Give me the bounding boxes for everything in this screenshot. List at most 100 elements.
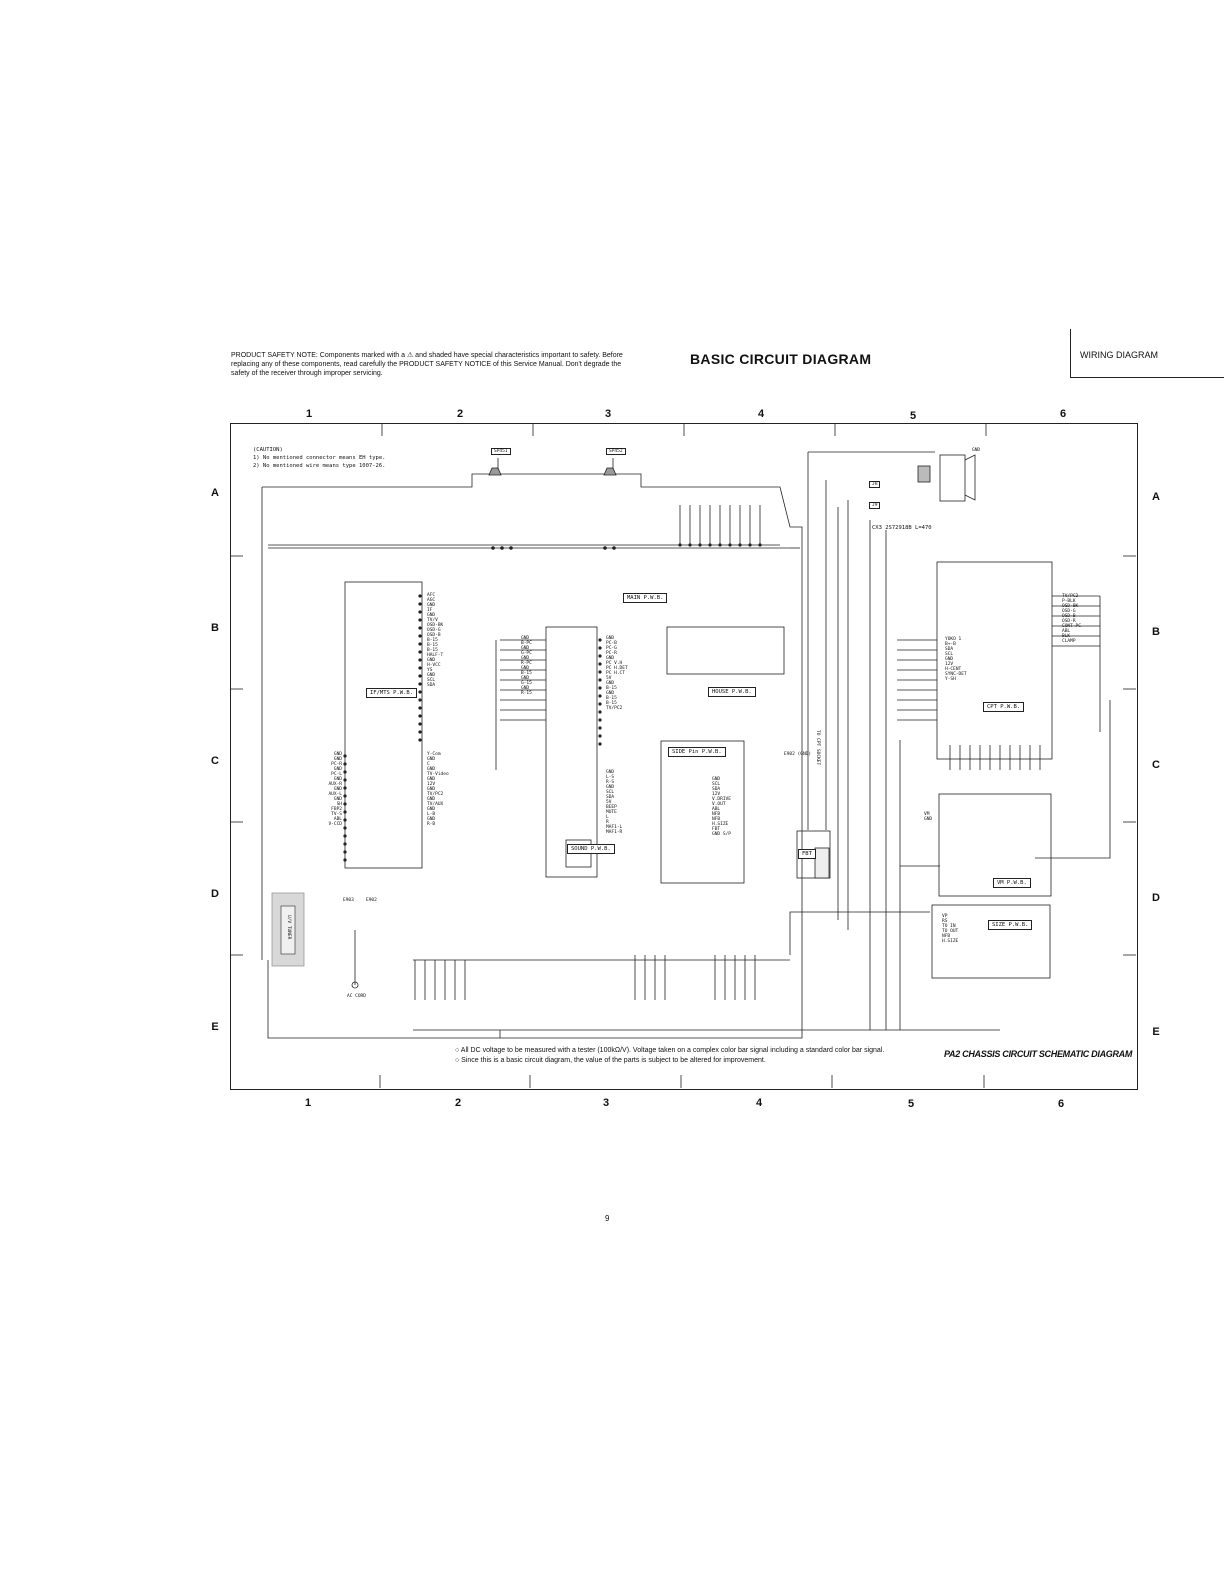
pin-label: GND [427, 603, 436, 608]
pin-label: PC H.CT [606, 671, 625, 676]
pin-label: IF [427, 608, 433, 613]
pin-label: TV/V [427, 618, 438, 623]
main-pwb-label: MAIN P.W.B. [623, 593, 668, 603]
pin-label: MUTE [606, 810, 617, 815]
pin-label: GND [427, 797, 436, 802]
pin-label: GND [606, 770, 615, 775]
pin-label: 12V [712, 792, 721, 797]
pin-label: R-PC [521, 661, 532, 666]
grid-row-c-right: C [1152, 759, 1160, 771]
grid-col-5-bottom: 5 [907, 1098, 915, 1110]
pin-label: B+-B [945, 642, 956, 647]
pin-label: BEEP [606, 805, 617, 810]
pin-label: GND [924, 817, 933, 822]
pin-label: SCL [427, 678, 436, 683]
caution-line-1: 1) No mentioned connector means EH type. [253, 455, 386, 461]
pin-label: H-CENT [945, 667, 962, 672]
pin-label: TV/PC2 [427, 792, 444, 797]
pin-label: PC-L [331, 772, 342, 777]
pin-label: VM [924, 812, 930, 817]
pin-label: GND [333, 777, 342, 782]
jh-label: JH [869, 481, 881, 488]
grid-col-4-top: 4 [757, 408, 765, 420]
pin-label: SDA [712, 787, 721, 792]
pin-label: GND [606, 785, 615, 790]
pin-label: 12V [945, 662, 954, 667]
pin-label: OSD-BK [1062, 604, 1079, 609]
pin-label: GND [333, 757, 342, 762]
pin-label: GND [712, 777, 721, 782]
pin-label: TV/PC2 [1062, 594, 1079, 599]
pin-label: OSD-G [1062, 609, 1076, 614]
pin-label: GND [427, 777, 436, 782]
pin-label: ABL [712, 807, 721, 812]
caution-heading: (CAUTION) [253, 447, 283, 453]
pin-label: G-PC [521, 651, 532, 656]
pin-label: P-BLK [1062, 599, 1076, 604]
pin-label: SYNC-DET [945, 672, 967, 677]
pin-label: 12V [427, 782, 436, 787]
grid-col-4-bottom: 4 [755, 1097, 763, 1109]
pin-label: TV-S [331, 812, 342, 817]
grid-col-6-top: 6 [1059, 408, 1067, 420]
pin-label: B-15 [606, 696, 617, 701]
e903-label: E903 [343, 898, 354, 903]
pin-label: GND [427, 613, 436, 618]
pin-label: GND [521, 686, 530, 691]
pin-label: GND [521, 666, 530, 671]
pin-label: GND [333, 797, 342, 802]
pin-label: ABL [333, 817, 342, 822]
section-box [1070, 329, 1224, 378]
pin-label: B-15 [427, 648, 438, 653]
pin-label: PC-R [331, 762, 342, 767]
pin-label: OSD-B [1062, 614, 1076, 619]
sound-pwb-label: SOUND P.W.B. [567, 844, 615, 854]
grid-row-d-right: D [1152, 892, 1160, 904]
footer-note-2: ○ Since this is a basic circuit diagram,… [455, 1057, 766, 1064]
house-pwb-label: HOUSE P.W.B. [708, 687, 756, 697]
pin-label: PC-B [606, 641, 617, 646]
ac-cord-label: AC CORD [347, 994, 366, 999]
pin-label: TO IN [942, 924, 956, 929]
pin-label: AUX-R [328, 782, 342, 787]
grid-col-5-top: 5 [909, 410, 917, 422]
fbt-label: FBT [798, 849, 816, 859]
pin-label: OSD-B [427, 633, 441, 638]
speaker-sp452-label: SP452 [606, 448, 626, 455]
pin-label: SDA [945, 647, 954, 652]
pin-label: 5V [606, 676, 612, 681]
pin-label: HALF-T [427, 653, 444, 658]
pin-label: PC-R [606, 651, 617, 656]
pin-label: MAF1-L [606, 825, 623, 830]
grid-row-a-right: A [1152, 491, 1160, 503]
pin-label: GND [427, 658, 436, 663]
pin-label: B-15 [427, 643, 438, 648]
tuner-label: U/V TUNER [286, 915, 291, 940]
pin-label: GND S/P [712, 832, 731, 837]
pin-label: SCL [606, 790, 615, 795]
pin-label: NFB [942, 934, 951, 939]
pin-label: TV/AUX [427, 802, 444, 807]
pin-label: OSD-R [1062, 619, 1076, 624]
pin-label: GND [333, 752, 342, 757]
grid-row-a-left: A [211, 487, 219, 499]
pin-label: H-VCC [427, 663, 441, 668]
pin-label: TV-Video [427, 772, 449, 777]
pin-label: PC-G [606, 646, 617, 651]
pin-label: V.DRIVE [712, 797, 731, 802]
pin-label: GND [333, 787, 342, 792]
pin-label: ABL [1062, 629, 1071, 634]
pin-label: R [606, 820, 609, 825]
section-label: WIRING DIAGRAM [1080, 350, 1158, 360]
grid-row-c-left: C [211, 755, 219, 767]
caution-block: (CAUTION) 1) No mentioned connector mean… [253, 446, 385, 470]
footer-notes: ○ All DC voltage to be measured with a t… [455, 1046, 884, 1066]
